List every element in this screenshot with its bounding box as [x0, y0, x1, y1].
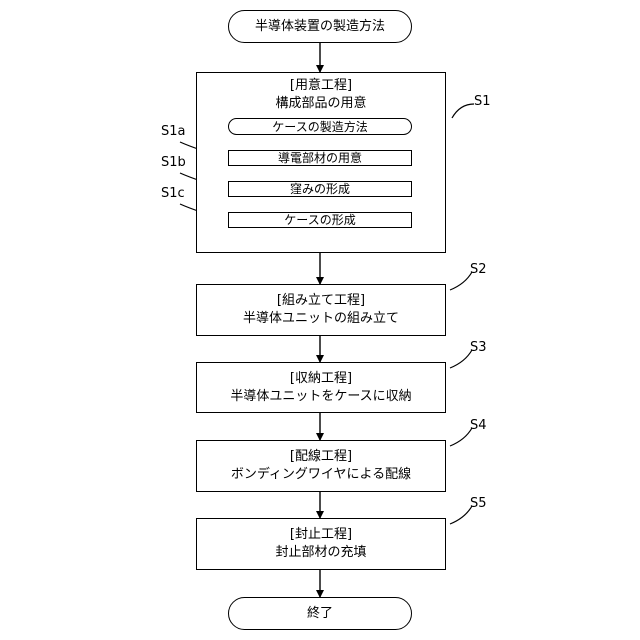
step-s1-header: [用意工程]	[290, 77, 352, 95]
substep-s1b-box: 窪みの形成	[228, 181, 412, 197]
step-s5-box: [封止工程] 封止部材の充填	[196, 518, 446, 570]
step-s5-header: [封止工程]	[290, 526, 352, 544]
step-s5-desc: 封止部材の充填	[275, 544, 366, 562]
substep-s1a-box: 導電部材の用意	[228, 150, 412, 166]
substep-s1b-tag: S1b	[161, 155, 186, 170]
step-s1-tag: S1	[474, 94, 491, 109]
sub-start-label: ケースの製造方法	[272, 118, 367, 136]
substep-s1c-tag: S1c	[161, 186, 185, 201]
leader-s4	[450, 428, 472, 446]
leader-s5	[450, 506, 472, 524]
end-label: 終了	[307, 605, 333, 623]
step-s4-tag: S4	[470, 418, 487, 433]
leader-s1	[452, 104, 474, 118]
start-terminal: 半導体装置の製造方法	[228, 10, 412, 43]
step-s3-desc: 半導体ユニットをケースに収納	[230, 388, 411, 406]
step-s3-header: [収納工程]	[290, 370, 352, 388]
step-s2-box: [組み立て工程] 半導体ユニットの組み立て	[196, 284, 446, 336]
step-s5-tag: S5	[470, 496, 487, 511]
substep-s1b-text: 窪みの形成	[290, 180, 350, 198]
step-s3-box: [収納工程] 半導体ユニットをケースに収納	[196, 362, 446, 413]
step-s1-desc: 構成部品の用意	[275, 95, 366, 113]
step-s3-tag: S3	[470, 340, 487, 355]
substep-s1a-tag: S1a	[161, 124, 186, 139]
step-s4-box: [配線工程] ボンディングワイヤによる配線	[196, 440, 446, 492]
substep-s1a-text: 導電部材の用意	[278, 149, 362, 167]
leader-s3	[450, 350, 472, 368]
substep-s1c-box: ケースの形成	[228, 212, 412, 228]
step-s2-desc: 半導体ユニットの組み立て	[243, 310, 399, 328]
step-s2-header: [組み立て工程]	[277, 292, 365, 310]
leader-s2	[450, 272, 472, 290]
step-s2-tag: S2	[470, 262, 487, 277]
substep-s1c-text: ケースの形成	[284, 211, 355, 229]
sub-start-terminal: ケースの製造方法	[228, 118, 412, 135]
step-s4-desc: ボンディングワイヤによる配線	[231, 466, 411, 484]
start-label: 半導体装置の製造方法	[255, 18, 385, 36]
step-s4-header: [配線工程]	[290, 448, 352, 466]
end-terminal: 終了	[228, 597, 412, 630]
